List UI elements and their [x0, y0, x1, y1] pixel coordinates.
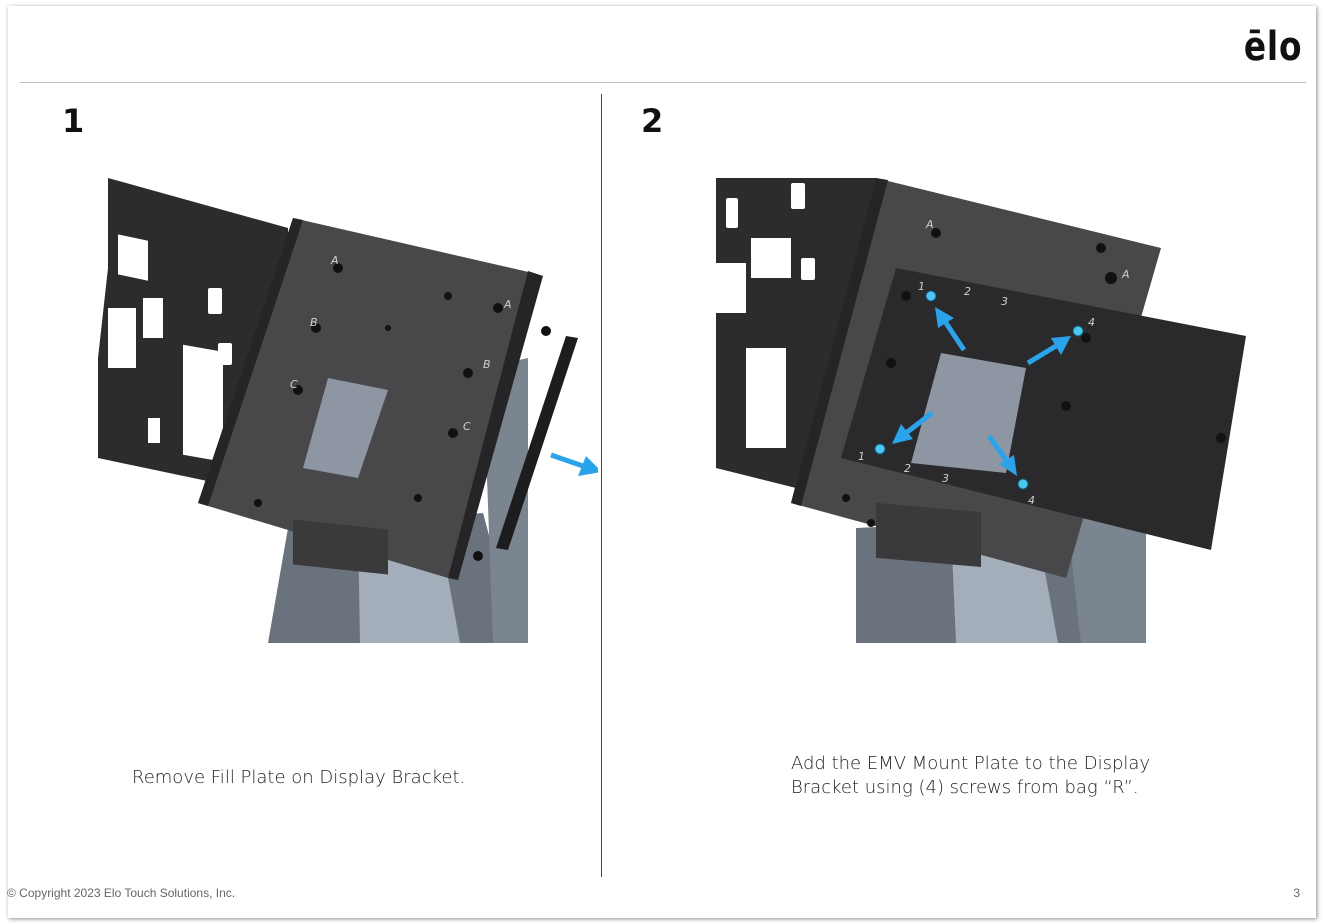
label-4-bottom: 4: [1028, 494, 1035, 507]
screw-icons: [874, 290, 1084, 490]
label-a-1: A: [330, 254, 339, 267]
column-divider: [601, 94, 602, 877]
label-c-2: C: [463, 420, 471, 433]
label-c-1: C: [290, 378, 298, 391]
header-divider: [20, 82, 1306, 83]
label-b-2: B: [483, 358, 491, 371]
step-2-caption: Add the EMV Mount Plate to the Display B…: [791, 753, 1151, 798]
label-1-bottom: 1: [858, 450, 865, 463]
label-a-2: A: [503, 298, 512, 311]
label-2-top: 2: [964, 285, 971, 298]
step-2-number: 2: [641, 102, 664, 140]
label-b-1: B: [310, 316, 318, 329]
label-a-2: A: [1121, 268, 1130, 281]
step-1-illustration: A A B B C C: [98, 178, 598, 643]
fill-plate: [496, 336, 578, 550]
label-a-1: A: [925, 218, 934, 231]
step-2-illustration: A A 1 2 3 4 1 2 3 4: [716, 178, 1246, 643]
removal-arrow: [550, 452, 598, 476]
center-cutout: [911, 353, 1026, 473]
label-4-top: 4: [1088, 316, 1095, 329]
emv-mount-plate: [841, 268, 1246, 550]
label-3-top: 3: [1001, 295, 1008, 308]
center-cutout: [303, 378, 388, 478]
slide-page: ēlo 1 A A B B: [8, 6, 1316, 918]
step-1-number: 1: [62, 102, 85, 140]
elo-logo: ēlo: [1243, 24, 1302, 70]
stand-side: [1066, 498, 1146, 643]
page-number: 3: [1293, 886, 1300, 900]
label-3-bottom: 3: [942, 472, 949, 485]
label-1-top: 1: [918, 280, 925, 293]
step-1-caption: Remove Fill Plate on Display Bracket.: [132, 767, 466, 788]
screw-arrows: [892, 307, 1071, 476]
copyright-footer: © Copyright 2023 Elo Touch Solutions, In…: [7, 886, 236, 900]
label-2-bottom: 2: [904, 462, 911, 475]
